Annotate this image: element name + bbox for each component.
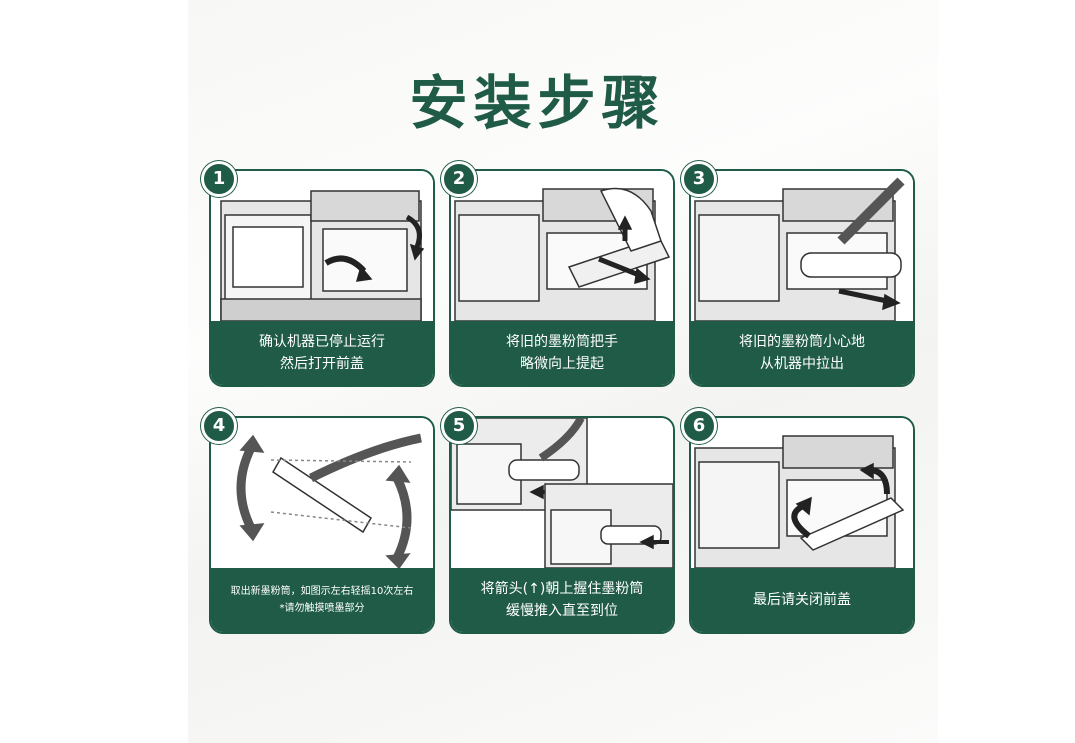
page-title: 安装步骤 <box>409 69 666 137</box>
step-card-6: 最后请关闭前盖 <box>689 416 915 634</box>
step-4-badge: 4 <box>201 408 237 444</box>
step-3-line1: 将旧的墨粉筒小心地 <box>739 334 865 350</box>
step-2-caption: 将旧的墨粉筒把手 略微向上提起 <box>451 321 673 385</box>
step-card-5: 将箭头(↑)朝上握住墨粉筒 缓慢推入直至到位 <box>449 416 675 634</box>
step-5-caption: 将箭头(↑)朝上握住墨粉筒 缓慢推入直至到位 <box>451 568 673 632</box>
step-6-line1: 最后请关闭前盖 <box>753 592 851 608</box>
step-4-caption: 取出新墨粉筒，如图示左右轻摇10次左右 *请勿触摸喷墨部分 <box>211 568 433 632</box>
step-3-illustration <box>691 171 913 321</box>
step-1-illustration <box>211 171 433 321</box>
step-5-badge: 5 <box>441 408 477 444</box>
step-3-line2: 从机器中拉出 <box>760 356 844 372</box>
step-card-1: 确认机器已停止运行 然后打开前盖 <box>209 169 435 387</box>
step-2-illustration <box>451 171 673 321</box>
step-3-caption: 将旧的墨粉筒小心地 从机器中拉出 <box>691 321 913 385</box>
step-1-caption: 确认机器已停止运行 然后打开前盖 <box>211 321 433 385</box>
step-card-4: 取出新墨粉筒，如图示左右轻摇10次左右 *请勿触摸喷墨部分 <box>209 416 435 634</box>
step-4-illustration <box>211 418 433 568</box>
step-card-3: 将旧的墨粉筒小心地 从机器中拉出 <box>689 169 915 387</box>
step-1-badge: 1 <box>201 161 237 197</box>
step-1-line2: 然后打开前盖 <box>280 356 364 372</box>
step-6-badge: 6 <box>681 408 717 444</box>
step-2-line1: 将旧的墨粉筒把手 <box>506 334 618 350</box>
step-5-line1: 将箭头(↑)朝上握住墨粉筒 <box>480 581 644 597</box>
step-2-line2: 略微向上提起 <box>520 356 604 372</box>
step-6-caption: 最后请关闭前盖 <box>691 568 913 632</box>
step-6-illustration <box>691 418 913 568</box>
step-4-line2: *请勿触摸喷墨部分 <box>279 603 365 614</box>
step-1-line1: 确认机器已停止运行 <box>259 334 385 350</box>
step-card-2: 将旧的墨粉筒把手 略微向上提起 <box>449 169 675 387</box>
step-5-illustration <box>451 418 673 568</box>
step-3-badge: 3 <box>681 161 717 197</box>
step-5-line2: 缓慢推入直至到位 <box>506 603 618 619</box>
step-2-badge: 2 <box>441 161 477 197</box>
step-4-line1: 取出新墨粉筒，如图示左右轻摇10次左右 <box>230 586 414 597</box>
